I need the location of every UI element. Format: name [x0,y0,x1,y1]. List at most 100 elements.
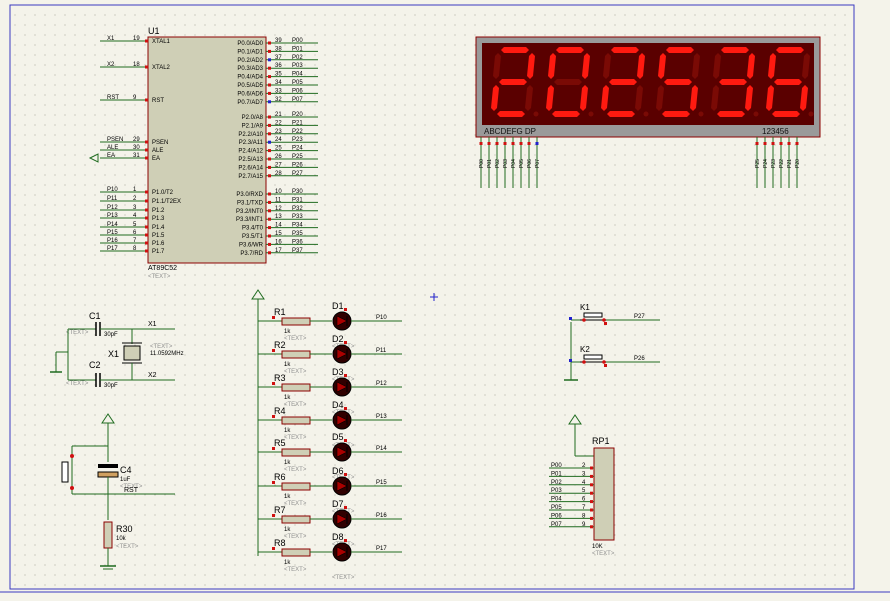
led-diode-icon [336,480,348,492]
mcu-right-pin-dot [268,165,271,169]
display-seg-pin-dot [511,142,515,145]
mcu-right-net: P30 [292,189,303,195]
mcu-right-pin-dot [268,251,271,255]
digit-segment-c [580,85,588,111]
led-ref: D6 [332,466,344,476]
mcu-right-num: 10 [275,189,282,195]
mcu-right-pin-dot [268,115,271,119]
led-diode-icon [336,315,348,327]
key-ref: K2 [580,345,590,354]
mcu-right-name: P0.6/AD6 [237,91,263,97]
mcu-right-name: P0.2/AD2 [237,58,263,64]
mcu-right-num: 32 [275,97,282,103]
led-row-pin-dot [272,349,275,352]
display-seg-pin-dot [519,142,523,145]
led-row-pin-dot [272,547,275,550]
rp-pin-num: 9 [582,522,586,528]
rp-pin-num: 4 [582,480,586,486]
digit-dp [588,111,594,117]
mcu-right-pin-dot [268,140,271,144]
led-text: <TEXT> [332,575,355,581]
led-resistor-body [281,350,311,359]
rp-pin-dot [590,500,593,504]
mcu-left-num: 5 [133,222,137,228]
led-diode-icon [336,513,348,525]
led-ref: D3 [332,367,344,377]
c4-ref: C4 [120,465,132,475]
mcu-left-num: 9 [133,95,137,101]
mcu-right-name: P3.2/INT0 [236,209,264,215]
key-pin-dot-b [604,322,607,325]
display-seg-net: P06 [527,159,533,168]
mcu-right-num: 15 [275,231,282,237]
led-bank[interactable]: R11k<TEXT>D1<TEXT>P10R21k<TEXT>D2<TEXT>P… [251,289,402,581]
mcu-right-name: P3.7/RD [240,251,263,257]
digit-segment-b [692,53,700,79]
digit-segment-e [601,85,609,111]
mcu-right-pin-dot [268,234,271,238]
display-com-pin-dot [771,142,775,145]
mcu-right-net: P32 [292,206,303,212]
key-net-label: P27 [634,314,645,320]
key-pin-a [582,360,586,364]
rp-pin-num: 6 [582,497,586,503]
display-seg-pin-dot [487,142,491,145]
key-pin-b [602,318,606,322]
mcu-right-pin-dot [268,41,271,45]
mcu-left-net: P14 [107,222,118,228]
digit-segment-e [491,85,499,111]
mcu-right-name: P0.5/AD5 [237,83,263,89]
led-row-pin-dot [272,514,275,517]
mcu-left-name: P1.5 [152,233,165,239]
digit-segment-a [721,47,749,53]
led-resistor-text: <TEXT> [284,501,307,507]
key-pin-b [602,360,606,364]
mcu-right-net: P22 [292,129,303,135]
digit-segment-f [548,53,556,79]
led-resistor-value: 1k [284,362,291,368]
mcu-right-name: P3.0/RXD [236,192,263,198]
mcu-right-pin-dot [268,217,271,221]
led-row-pin-dot [272,447,275,450]
mcu-right-net: P04 [292,72,303,78]
mcu-right-num: 36 [275,63,282,69]
net-x2-label: X2 [148,372,157,379]
crystal-circuit[interactable]: C1 <TEXT> 30pF X1 X1 11.0592MHz <TEXT> C… [50,311,184,389]
mcu-right-net: P33 [292,214,303,220]
c1-value: 30pF [104,332,118,338]
mcu-right-pin-dot [268,58,271,62]
reset-button-icon[interactable] [61,461,69,483]
mcu-left-name: P1.1/T2EX [152,199,181,205]
mcu-right-num: 14 [275,223,282,229]
reset-circuit[interactable]: C4 1uF <TEXT> RST R30 10k <TEXT> [61,413,175,570]
mcu-right-num: 34 [275,80,282,86]
display-com-pin-dot [787,142,791,145]
digit-segment-c [800,85,808,111]
mcu-right-net: P23 [292,137,303,143]
rp-net: P06 [551,513,562,519]
key-button-icon [583,312,603,318]
key-net-label: P26 [634,356,645,362]
r30-text: <TEXT> [116,544,139,550]
reset-button-pin-b [70,486,74,490]
display-com-net: P21 [787,159,793,168]
mcu-right-net: P37 [292,248,303,254]
mcu-right-pin-dot [268,75,271,79]
mcu-left-num: 30 [133,145,140,151]
rp-pin-num: 2 [582,463,586,469]
digit-segment-a [501,47,529,53]
led-net-label: P17 [376,546,387,552]
mcu-right-pin-dot [268,192,271,196]
digit-segment-e [656,85,664,111]
mcu-body[interactable] [147,36,267,264]
digit-segment-b [802,53,810,79]
led-resistor-ref: R2 [274,340,286,350]
display-seg-net: P00 [479,159,485,168]
net-x1-label: X1 [148,321,157,328]
display-digits [491,47,814,117]
